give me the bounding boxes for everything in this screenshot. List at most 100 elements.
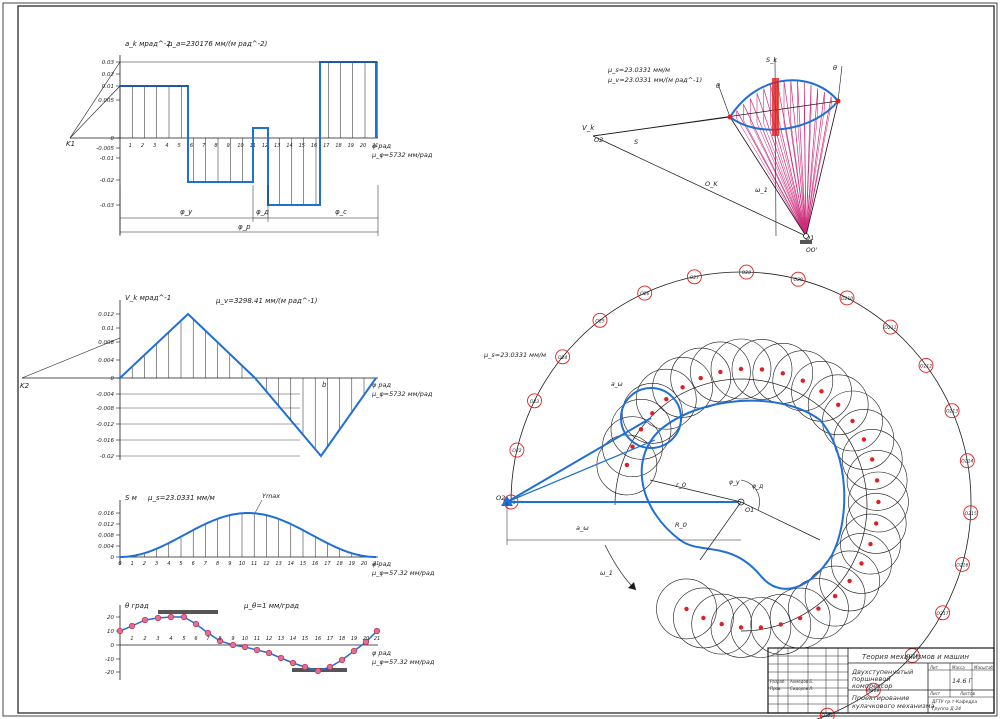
acc-ytick-label: -0.005 [96, 146, 114, 152]
roller-center [638, 427, 644, 432]
roller-center [876, 499, 881, 505]
roller-center [650, 411, 655, 416]
velocity-diagram: V_k мрад^-1 μ_v=3298.41 мм/(м рад^-1) φ … [20, 294, 433, 460]
ring-marker [509, 442, 525, 458]
ang-point [128, 622, 136, 630]
ring-marker [882, 319, 898, 335]
tb-sheets: Листов [959, 691, 976, 696]
tri-fan-line [805, 111, 818, 237]
tb-code: 14.6 Г [952, 677, 974, 685]
roller-circle [840, 513, 901, 575]
tri-fan-line [804, 117, 807, 237]
acc-xtick-label: 20 [360, 143, 366, 149]
ring-marker [527, 393, 542, 409]
ang-xtick-label: 3 [156, 636, 159, 642]
disp-ytick-label: 0.004 [98, 544, 114, 550]
roller-circle [846, 450, 908, 511]
ang-xtick-label: 13 [278, 636, 284, 642]
roller-circle [710, 338, 772, 400]
tri-s: S [634, 138, 638, 146]
tri-vk: V_k [582, 124, 595, 132]
roller-center [832, 593, 838, 599]
acc-xtick-label: 8 [214, 143, 217, 149]
acceleration-diagram: a_k мрад^-2 μ_a=230176 мм/(м рад^-2) φ р… [66, 40, 433, 236]
cam-scale: μ_s=23.0331 мм/м [483, 351, 546, 359]
disp-xtick-label: 10 [239, 561, 245, 567]
roller-center [759, 367, 765, 372]
roller-center [861, 437, 867, 442]
roller-circle [841, 429, 903, 490]
roller-circle [833, 409, 895, 470]
ring-label: O29 [794, 277, 803, 283]
vel-scale: μ_v=3298.41 мм/(м рад^-1) [215, 297, 318, 305]
tb-subtitle2: поршневой [852, 675, 891, 683]
ang-ylabel: θ град [125, 602, 149, 610]
ang-xtick-label: 12 [266, 636, 272, 642]
disp-ytick-label: 0.012 [98, 522, 114, 528]
disp-xscale: μ_φ=57.32 мм/рад [371, 569, 435, 577]
ang-ytick-label: 10 [107, 629, 114, 635]
roller-circle [807, 374, 869, 436]
disp-xtick-label: 1 [131, 561, 134, 567]
acc-ytick-label: 0 [111, 136, 115, 142]
cam-o1: O1 [745, 506, 754, 514]
roller-center [758, 625, 764, 630]
tri-fan-line [805, 104, 832, 237]
tb-mass: Масса [952, 665, 965, 670]
acc-ytick-label: 0.01 [102, 84, 114, 90]
acc-xtick-label: 18 [335, 143, 341, 149]
cam-rp: R_0 [675, 521, 687, 529]
roller-center [847, 578, 852, 584]
roller-center [738, 366, 744, 372]
ang-xtick-label: 1 [130, 636, 133, 642]
roller-circle [831, 533, 892, 594]
acc-xtick-label: 14 [286, 143, 292, 149]
acc-ytick-label: -0.03 [100, 203, 115, 209]
ring-marker [790, 271, 806, 287]
disp-ylabel: S м [125, 494, 138, 502]
disp-scale: μ_s=23.0331 мм/м [147, 494, 216, 502]
acc-xtick-label: 5 [178, 143, 181, 149]
title-block: Теория механизмов и машин Двухступенчаты… [767, 647, 995, 714]
ring-label: O215 [965, 511, 977, 517]
roller-circle [788, 578, 849, 639]
disp-xtick-label: 5 [179, 561, 182, 567]
roller-center [701, 615, 706, 621]
ring-marker [738, 264, 754, 280]
tri-fan-line [805, 96, 832, 237]
tri-fan-line [783, 122, 807, 237]
ring-label: O210 [841, 296, 853, 302]
tri-fan-line [797, 119, 807, 237]
acc-xtick-label: 1 [129, 143, 132, 149]
vel-ytick-label: -0.004 [96, 392, 114, 398]
tri-sk: S_k [766, 56, 777, 64]
disp-ymax: Ymax [262, 492, 280, 500]
acc-phi-y: φ_у [180, 208, 193, 216]
tb-subtitle1: Двухступенчатый [851, 668, 913, 676]
ang-point [253, 646, 261, 654]
ang-xtick-label: 14 [290, 636, 296, 642]
ang-point [204, 629, 212, 637]
cam-o2: O2 [496, 494, 505, 502]
tri-fan-line [756, 93, 807, 237]
cam-contour [640, 399, 846, 590]
cam-r0: r_0 [676, 481, 686, 489]
disp-ytick-label: 0.016 [98, 511, 114, 517]
vel-y-ticks: 0.0120.010.0080.0040-0.004-0.008-0.012-0… [96, 312, 300, 460]
tri-fan-line [750, 121, 807, 237]
roller-center [797, 615, 803, 621]
triangle-diagram: μ_s=23.0331 мм/м μ_v=23.0331 мм/(м рад^-… [582, 56, 843, 254]
roller-circle [610, 398, 672, 460]
ring-label: O25 [595, 318, 604, 324]
ang-ytick-label: 0 [111, 643, 115, 649]
roller-center [778, 622, 783, 627]
ring-label: O216 [956, 562, 968, 568]
ang-point [116, 627, 124, 635]
ang-point [192, 620, 200, 628]
vel-ytick-label: -0.016 [96, 438, 114, 444]
ang-xtick-label: 6 [194, 636, 197, 642]
ang-point [180, 613, 188, 621]
ang-scale: μ_θ=1 мм/град [243, 602, 299, 610]
displacement-diagram: S м μ_s=23.0331 мм/м φ рад μ_φ=57.32 мм/… [98, 492, 435, 577]
